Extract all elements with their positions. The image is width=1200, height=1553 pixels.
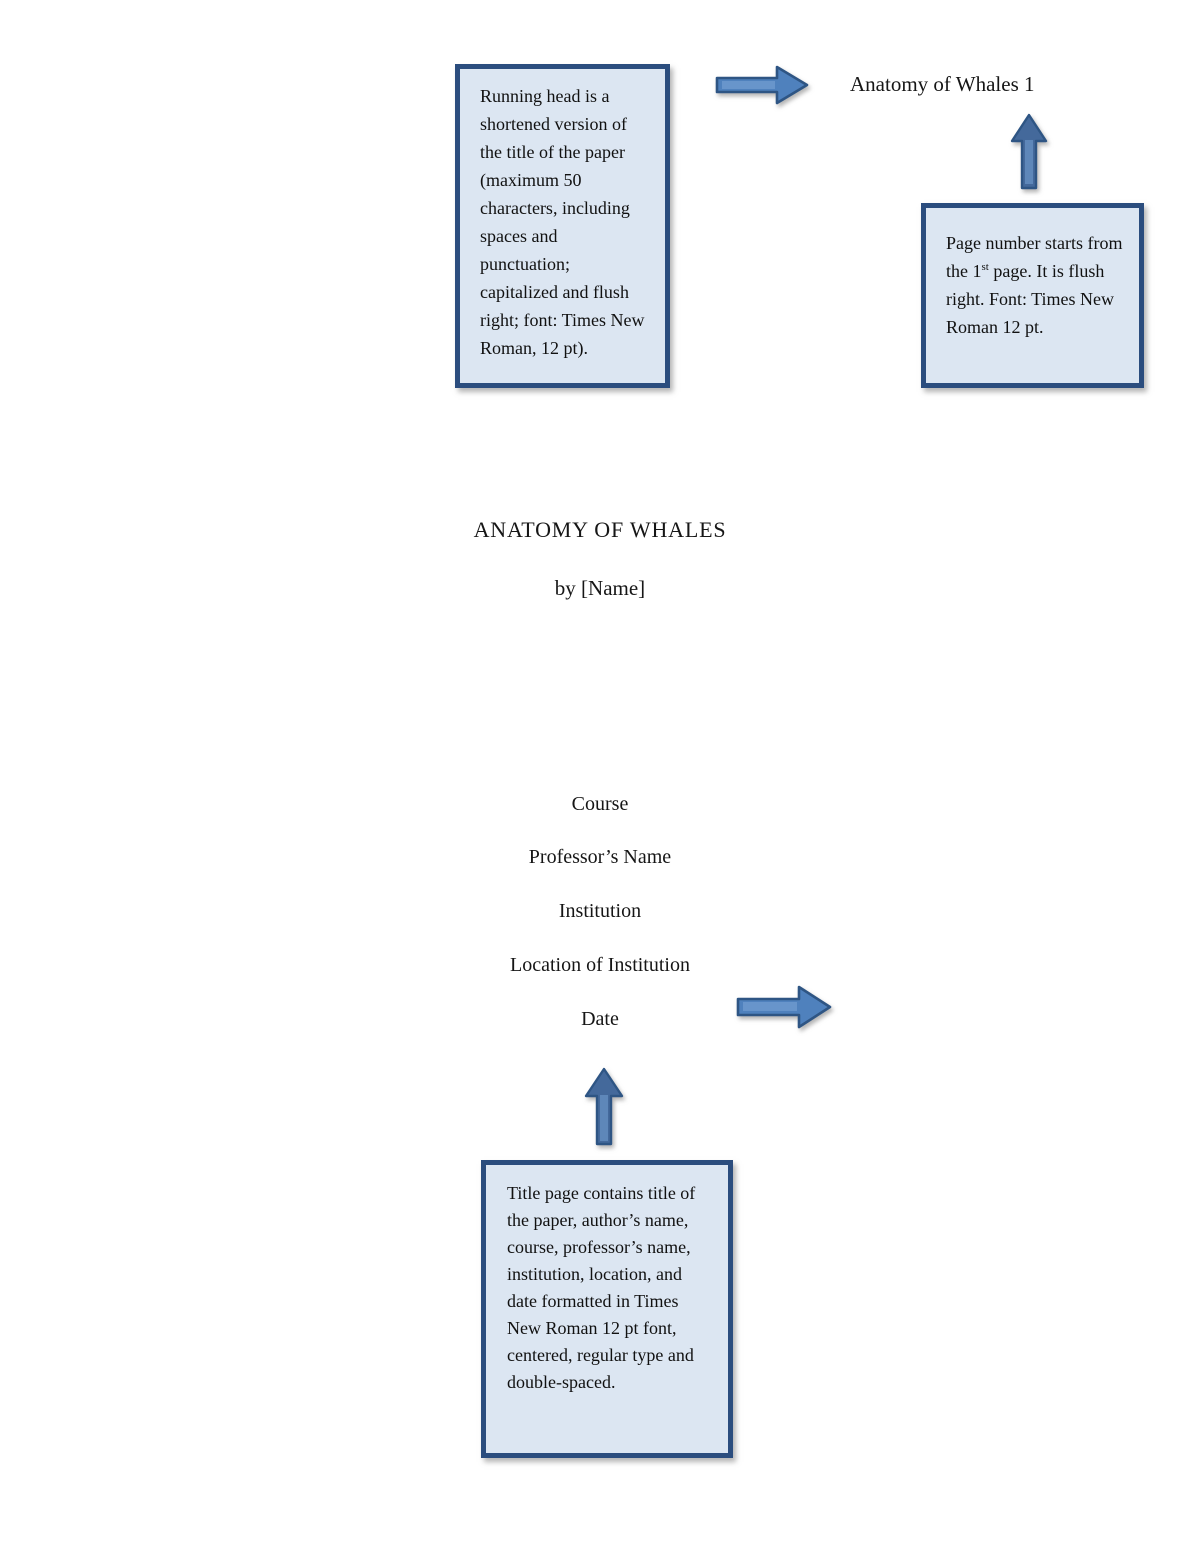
callout-title-page-note: Title page contains title of the paper, …: [481, 1160, 733, 1458]
callout-page-number-note: Page number starts from the 1st page. It…: [921, 203, 1144, 388]
paper-title: ANATOMY OF WHALES: [473, 517, 727, 542]
paper-professor-line: Professor’s Name: [528, 846, 672, 868]
callout-running-head-note: Running head is a shortened version of t…: [455, 64, 670, 388]
superscript-st: st: [981, 261, 989, 273]
up-arrow-icon: [1010, 113, 1048, 190]
title-page-note-text: Title page contains title of the paper, …: [507, 1183, 696, 1392]
right-arrow-icon: [736, 985, 832, 1029]
running-head-text: Anatomy of Whales 1: [850, 72, 1035, 96]
page-number-note-text: Page number starts from the 1st page. It…: [946, 233, 1123, 337]
paper-byline: by [Name]: [554, 576, 646, 600]
running-head-note-text: Running head is a shortened version of t…: [480, 86, 645, 358]
paper-institution-line: Institution: [558, 900, 642, 922]
right-arrow-icon: [715, 65, 809, 105]
paper-location-line: Location of Institution: [510, 954, 690, 976]
up-arrow-icon: [584, 1067, 624, 1146]
paper-date-line: Date: [581, 1008, 619, 1030]
paper-course-line: Course: [571, 793, 629, 815]
